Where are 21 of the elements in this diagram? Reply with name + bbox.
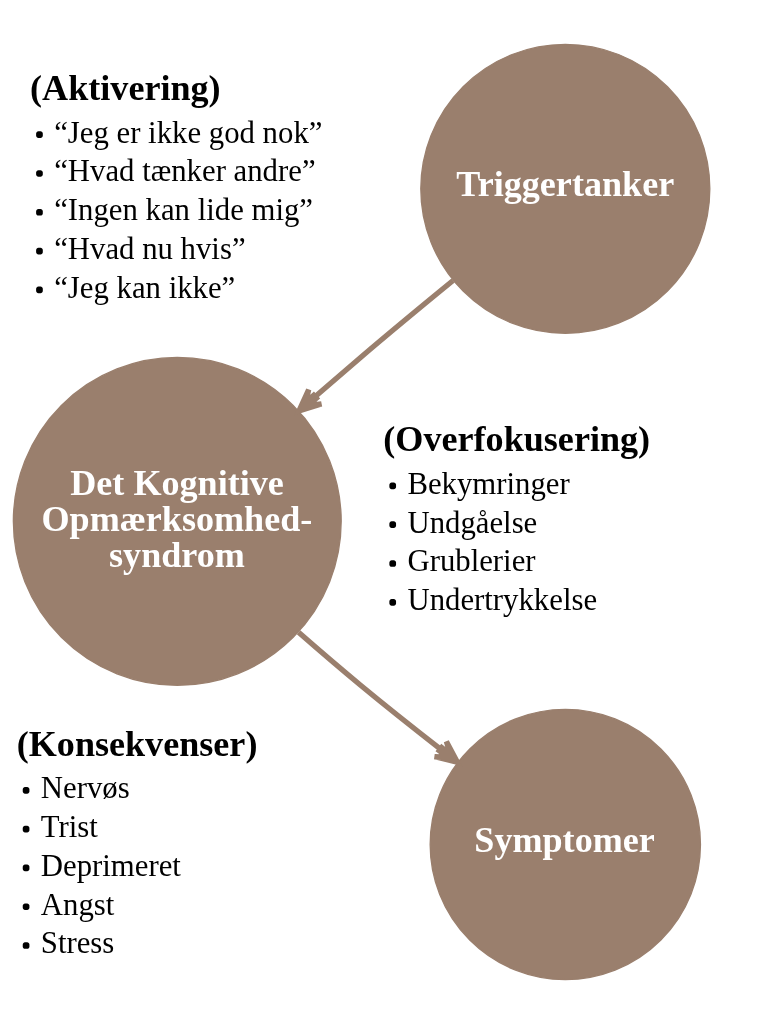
- node-label: Nervøs: [40, 771, 130, 806]
- node-label: (Konsekvenser): [16, 723, 258, 764]
- arrow: [296, 630, 461, 765]
- node-label: “Hvad tænker andre”: [54, 154, 316, 189]
- node-label: Grublerier: [407, 544, 536, 579]
- node-label: Deprimeret: [40, 848, 181, 883]
- node-label: (Aktivering): [30, 68, 221, 109]
- node-circle: Det Kognitive Opmærksomhed- syndrom: [12, 356, 342, 686]
- node-label: “Ingen kan lide mig”: [54, 193, 314, 228]
- node-label: (Overfokusering): [383, 419, 651, 460]
- node-label: Undgåelse: [407, 505, 538, 540]
- node-label: “Jeg kan ikke”: [54, 270, 236, 305]
- node-label: Trist: [40, 810, 98, 845]
- node-label: “Hvad nu hvis”: [54, 231, 246, 266]
- node-circle: Triggertanker: [420, 43, 711, 335]
- node-label: Bekymringer: [407, 466, 570, 501]
- arrow: [296, 278, 455, 414]
- node-label: “Jeg er ikke god nok”: [54, 115, 323, 150]
- node-label: Angst: [40, 887, 115, 922]
- node-label: Stress: [40, 926, 115, 961]
- node-label: Undertrykkelse: [407, 583, 598, 618]
